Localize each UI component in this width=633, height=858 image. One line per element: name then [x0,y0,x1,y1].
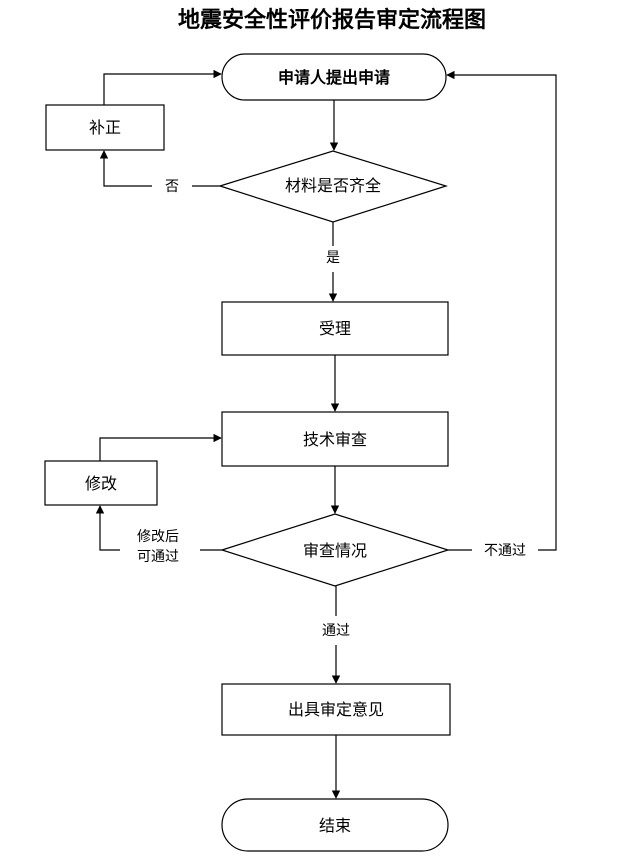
node-review-result-label: 审查情况 [303,541,367,560]
edge-supplement-to-apply [103,69,222,105]
edge-modified-pass-label-2: 可通过 [137,549,179,565]
edge-not-pass-label: 不通过 [484,543,526,559]
edge-check-to-supplement-2 [99,150,152,187]
node-issue-opinion-label: 出具审定意见 [288,700,384,719]
edge-result-to-apply-2 [446,70,557,551]
node-modify: 修改 [44,460,158,506]
edge-modified-pass-label-1: 修改后 [137,529,179,545]
edge-yes-label: 是 [326,250,340,266]
node-end: 结束 [221,798,449,852]
edge-pass-label: 通过 [322,623,350,639]
node-tech-review: 技术审查 [221,411,449,467]
node-tech-review-label: 技术审查 [303,430,367,449]
node-accept-label: 受理 [319,319,351,338]
page-title: 地震安全性评价报告审定流程图 [178,7,486,33]
edge-result-to-modify-2 [95,505,120,551]
edge-modify-to-review [99,433,222,461]
node-end-label: 结束 [319,816,351,835]
node-issue-opinion: 出具审定意见 [221,683,451,736]
node-modify-label: 修改 [85,474,117,493]
edge-no-label: 否 [165,179,179,195]
node-materials-check: 材料是否齐全 [217,150,449,223]
node-apply: 申请人提出申请 [221,53,447,101]
node-supplement-label: 补正 [89,118,121,137]
node-supplement: 补正 [45,104,165,151]
node-apply-label: 申请人提出申请 [278,68,390,87]
node-accept: 受理 [221,301,449,356]
node-review-result: 审查情况 [220,513,450,587]
node-materials-check-label: 材料是否齐全 [285,176,381,195]
